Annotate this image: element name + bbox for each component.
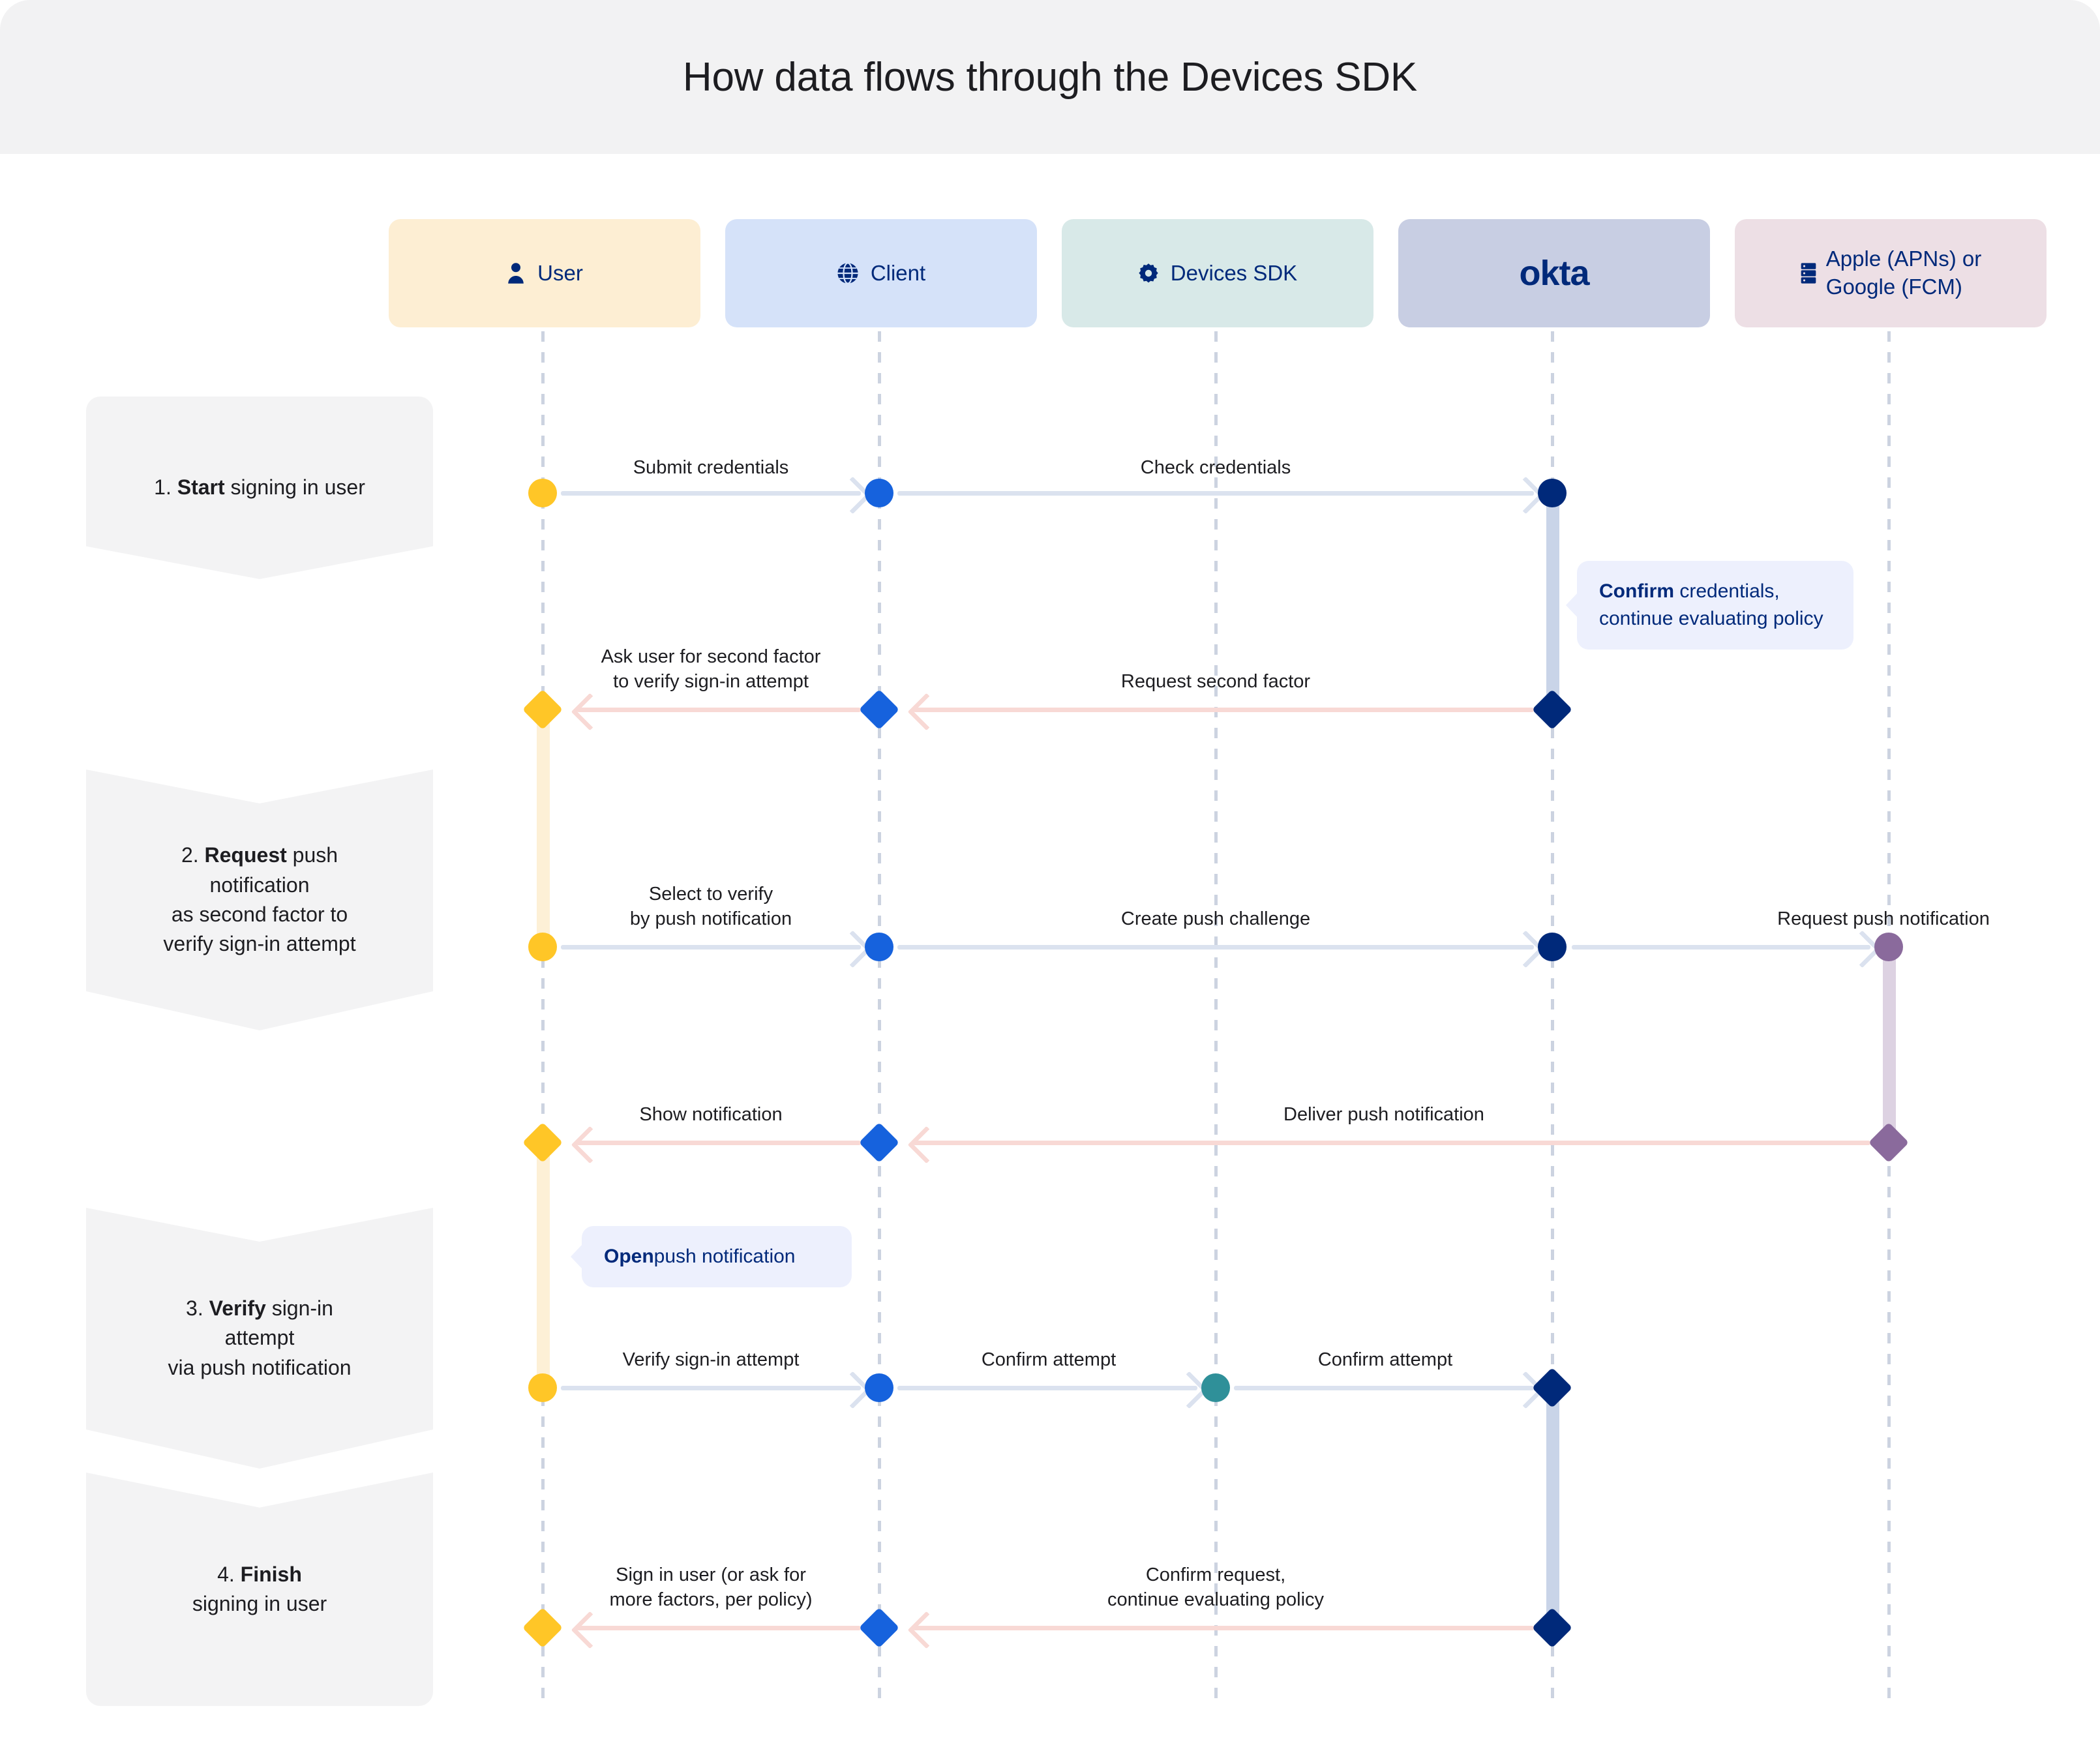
gear-icon [1138,263,1159,284]
msg-label-sign-in-user: Sign in user (or ask for more factors, p… [609,1564,813,1611]
actor-label-client: Client [870,260,926,285]
arrow-line-confirm-attempt-okta [1234,1386,1534,1390]
arrow-line-request-push-notification [1572,945,1870,950]
actor-header-devices-sdk[interactable]: Devices SDK [1062,219,1373,327]
node-user-show-notification [522,1122,563,1163]
node-client-confirm-attempt [865,1373,893,1402]
node-okta-confirm-request [1531,1607,1573,1649]
node-okta-confirm-attempt [1531,1367,1573,1409]
msg-label-check-credentials: Check credentials [1140,457,1291,478]
node-client-create-push-challenge [865,933,893,961]
callout-open-push-notification: Open push notification [571,1226,852,1287]
page-title: How data flows through the Devices SDK [682,54,1418,100]
globe-icon [837,262,859,284]
node-push-deliver-push-notification [1868,1122,1910,1163]
node-user-verify-signin-attempt [528,1373,557,1402]
actor-label-user: User [537,260,583,285]
msg-label-show-notification: Show notification [639,1104,783,1125]
msg-label-ask-second-factor: Ask user for second factor to verify sig… [601,646,821,693]
node-sdk-confirm-attempt [1201,1373,1230,1402]
arrow-line-show-notification [577,1141,861,1145]
actor-header-user[interactable]: User [389,219,700,327]
msg-label-verify-signin-attempt: Verify sign-in attempt [622,1349,800,1370]
msg-label-create-push-challenge: Create push challenge [1120,908,1311,929]
arrowhead-sign-in-user [571,1611,609,1649]
arrowhead-request-second-factor [907,693,946,731]
arrow-line-ask-second-factor [577,708,861,712]
actor-label-push-provider: Apple (APNs) or Google (FCM) [1825,247,1982,299]
arrow-line-create-push-challenge [897,945,1534,950]
node-user-select-to-verify [528,933,557,961]
lifeline-client [878,331,881,1703]
msg-label-request-second-factor: Request second factor [1120,671,1311,692]
server-icon [1800,262,1817,284]
node-user-ask-second-factor [522,689,563,730]
step-label-1: 1. Start signing in user [154,475,365,500]
node-okta-request-second-factor [1531,689,1573,730]
callout-confirm-credentials: Confirm credentials,continue evaluating … [1566,561,1853,650]
arrow-line-confirm-request [913,1626,1534,1630]
node-okta-request-push-notification [1538,933,1567,961]
actor-label-devices-sdk: Devices SDK [1170,260,1298,285]
node-client-confirm-request [858,1607,900,1649]
lifeline-sdk [1214,331,1218,1703]
activation-push-1 [1883,946,1896,1141]
step-card-1: 1. Start signing in user [86,397,433,579]
msg-label-submit-credentials: Submit credentials [633,457,789,478]
msg-label-select-to-verify: Select to verify by push notification [629,884,792,930]
okta-logo: okta [1519,254,1589,293]
arrow-line-deliver-push-notification [913,1141,1870,1145]
activation-okta-2 [1546,1386,1559,1627]
lifeline-okta [1551,331,1554,1703]
arrow-line-select-to-verify [561,945,861,950]
person-icon [506,262,526,284]
msg-label-deliver-push-notification: Deliver push notification [1283,1104,1484,1125]
node-client-ask-second-factor [858,689,900,730]
node-okta-check-credentials [1538,479,1567,507]
node-client-show-notification [858,1122,900,1163]
header-band [0,0,2100,154]
arrowhead-ask-second-factor [571,693,609,731]
arrowhead-show-notification [571,1126,609,1164]
node-push-request-push-notification [1874,933,1903,961]
actor-header-okta[interactable]: okta [1398,219,1710,327]
msg-label-confirm-attempt-sdk: Confirm attempt [981,1349,1117,1370]
arrow-line-sign-in-user [577,1626,861,1630]
arrow-line-confirm-attempt-sdk [897,1386,1197,1390]
arrow-line-check-credentials [897,491,1534,496]
arrowhead-confirm-request [907,1611,946,1649]
node-client-submit-credentials [865,479,893,507]
node-user-sign-in-user [522,1607,563,1649]
msg-label-confirm-attempt-okta: Confirm attempt [1317,1349,1453,1370]
msg-label-confirm-request: Confirm request, continue evaluating pol… [1107,1564,1325,1611]
arrowhead-deliver-push-notification [907,1126,946,1164]
arrow-line-verify-signin-attempt [561,1386,861,1390]
activation-user-1 [537,708,550,949]
arrow-line-request-second-factor [913,708,1534,712]
actor-header-push-provider[interactable]: Apple (APNs) or Google (FCM) [1735,219,2047,327]
activation-user-2 [537,1145,550,1386]
node-user-submit-credentials [528,479,557,507]
arrow-line-submit-credentials [561,491,861,496]
lifeline-user [541,331,545,1703]
actor-header-client[interactable]: Client [725,219,1037,327]
msg-label-request-push-notification: Request push notification [1777,908,1990,929]
activation-okta-1 [1546,492,1559,711]
